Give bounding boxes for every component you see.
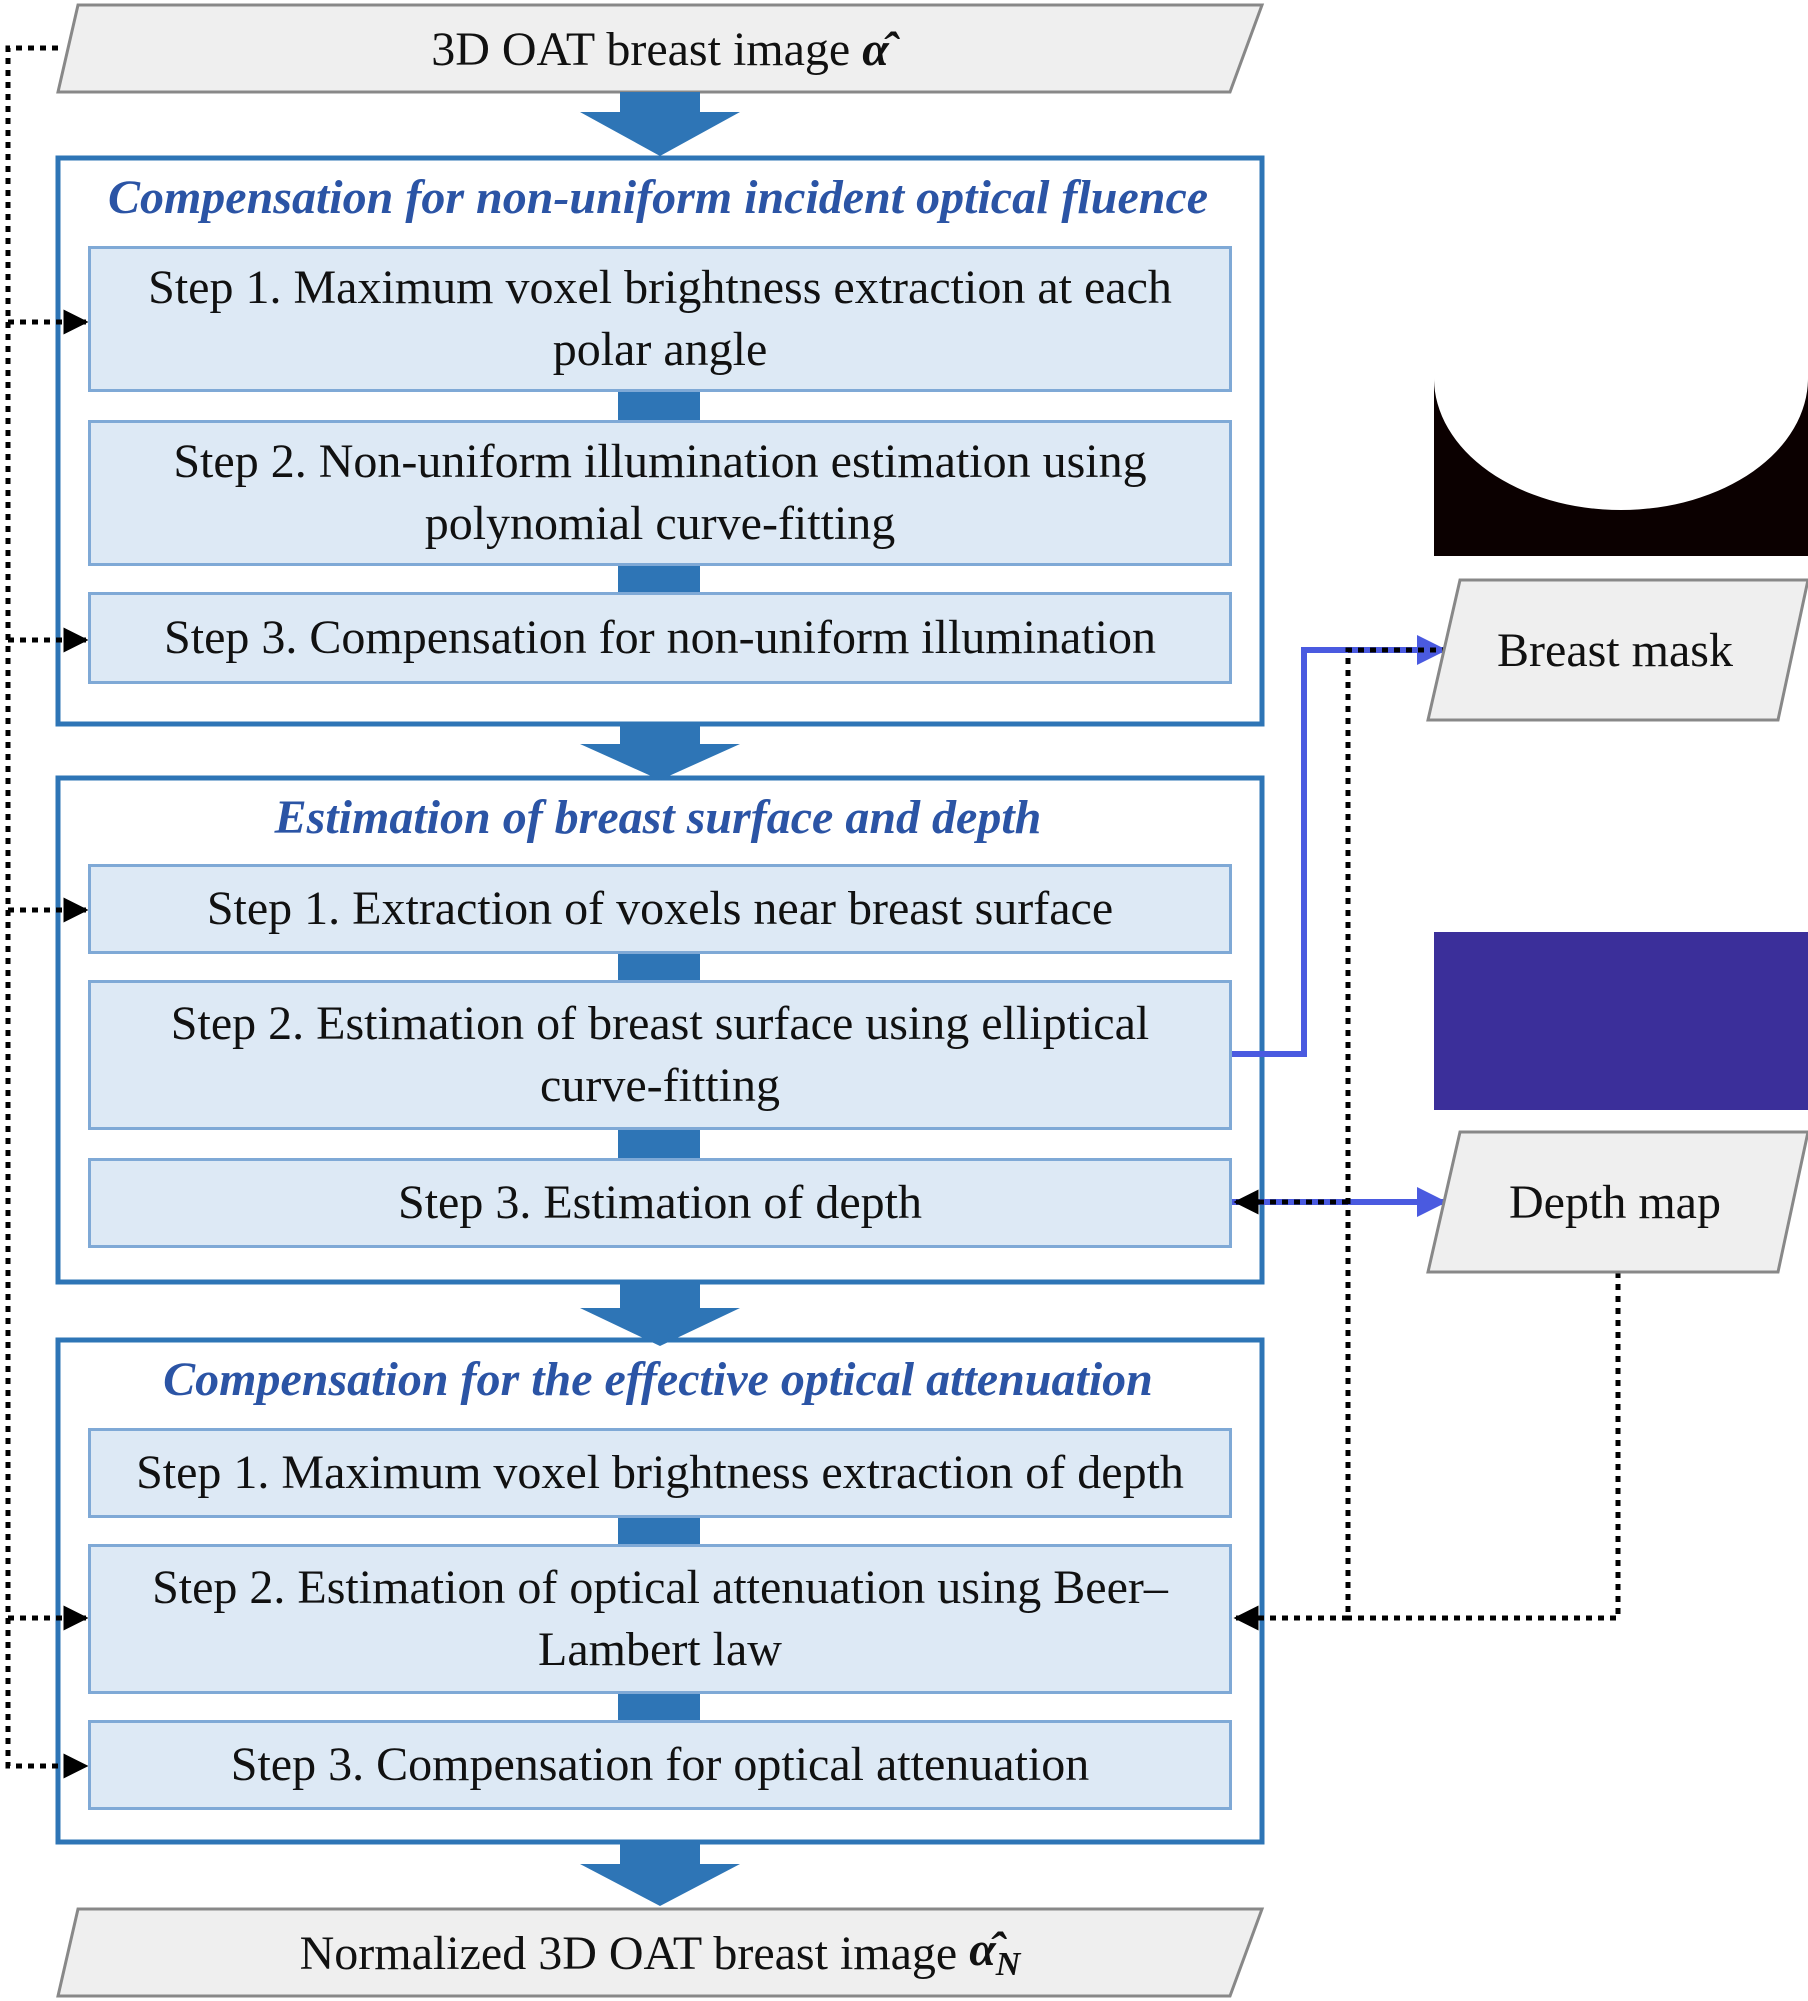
output-parallelogram	[56, 1907, 1265, 1998]
step-connector	[618, 392, 700, 422]
depth-map-label: Depth map	[1509, 1175, 1721, 1229]
dotted-bypass-left	[5, 45, 89, 1779]
group-title-fluence: Compensation for non-uniform incident op…	[107, 171, 1209, 224]
attenuation-step-2: Step 2. Estimation of optical attenuatio…	[88, 1544, 1232, 1694]
attenuation-step-3: Step 3. Compensation for optical attenua…	[88, 1720, 1232, 1810]
fluence-step-3: Step 3. Compensation for non-uniform ill…	[88, 592, 1232, 684]
alpha-hat-symbol: α̂	[862, 22, 889, 76]
flow-arrow-down	[580, 724, 740, 780]
fluence-step-1: Step 1. Maximum voxel brightness extract…	[88, 246, 1232, 392]
input-label: 3D OAT breast image α̂	[60, 8, 1260, 90]
input-parallelogram	[56, 3, 1265, 94]
step-connector	[618, 564, 700, 594]
step-connector	[618, 1130, 700, 1160]
surface-step-2: Step 2. Estimation of breast surface usi…	[88, 980, 1232, 1130]
surface-step-3: Step 3. Estimation of depth	[88, 1158, 1232, 1248]
breast-mask-label: Breast mask	[1497, 623, 1733, 677]
breast-mask-image	[1434, 378, 1808, 556]
attenuation-step-1: Step 1. Maximum voxel brightness extract…	[88, 1428, 1232, 1518]
input-text: 3D OAT breast image	[431, 22, 851, 76]
group-title-surface: Estimation of breast surface and depth	[274, 791, 1042, 844]
flow-arrow-down	[580, 92, 740, 156]
step-connector	[618, 952, 700, 982]
dotted-connectors-right	[1233, 647, 1621, 1631]
output-text: Normalized 3D OAT breast image	[299, 1926, 958, 1980]
fluence-step-2: Step 2. Non-uniform illumination estimat…	[88, 420, 1232, 566]
breast-mask-parallelogram	[1426, 578, 1808, 722]
alpha-hat-n-symbol: α̂N	[969, 1923, 1021, 1983]
depth-map-parallelogram	[1426, 1130, 1808, 1274]
flow-arrow-down	[580, 1282, 740, 1346]
depth-map-image	[1434, 932, 1808, 1110]
flow-arrow-down	[580, 1842, 740, 1906]
surface-step-1: Step 1. Extraction of voxels near breast…	[88, 864, 1232, 954]
group-title-attenuation: Compensation for the effective optical a…	[163, 1353, 1153, 1406]
step-connector	[618, 1692, 700, 1722]
output-label: Normalized 3D OAT breast image α̂N	[60, 1912, 1260, 1994]
step-connector	[618, 1516, 700, 1546]
